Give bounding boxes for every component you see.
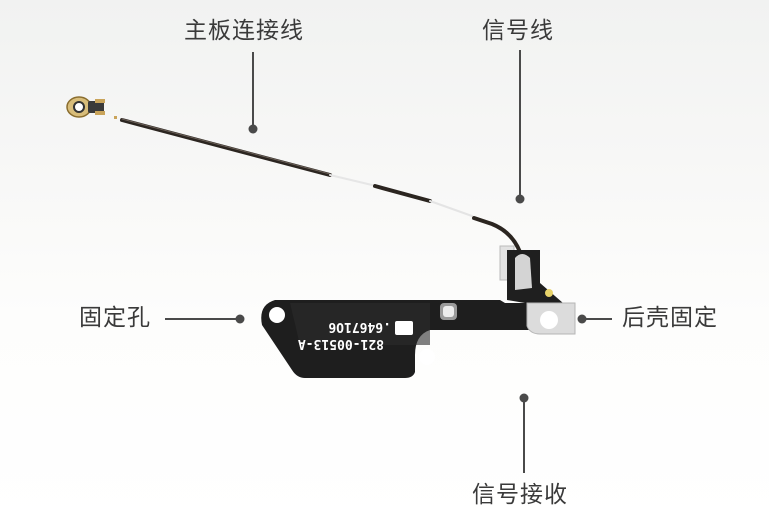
pointer-mounting-hole [165,314,245,324]
pointer-signal-cable [515,50,525,204]
label-signal-cable: 信号线 [482,18,554,44]
antenna-board [261,300,576,378]
pointer-back-shell-mount [577,314,612,324]
svg-text:.64671O6: .64671O6 [328,319,391,334]
svg-text:821-00513-A: 821-00513-A [298,336,384,351]
pointer-signal-receiver [519,393,529,473]
antenna-bracket [499,245,563,303]
coax-connector [66,96,117,119]
pointer-mainboard-cable [248,52,258,134]
label-signal-receiver: 信号接收 [472,482,568,508]
signal-cable [120,118,522,254]
label-mainboard-cable: 主板连接线 [184,18,304,44]
label-back-shell-mount: 后壳固定 [622,305,718,331]
part-markings: .64671O6 821-00513-A [298,319,413,351]
label-mounting-hole: 固定孔 [79,305,151,331]
